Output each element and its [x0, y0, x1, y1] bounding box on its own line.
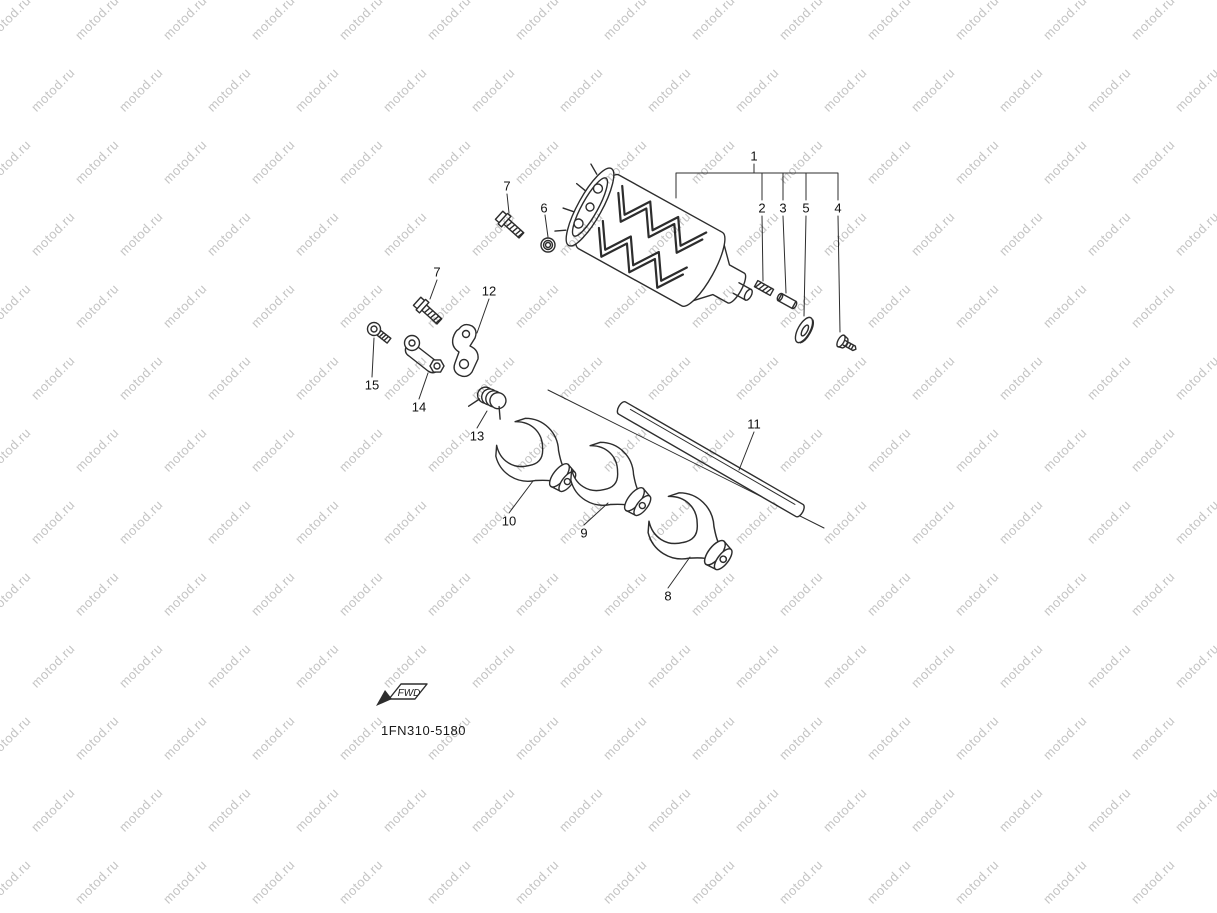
part-bolt-15 — [366, 321, 392, 344]
cam-end-parts — [753, 279, 857, 352]
fork-guide-bar — [616, 401, 805, 518]
part-plate-5 — [794, 316, 814, 344]
leader-lines — [371, 163, 841, 589]
diagram-code: 1FN310-5180 — [381, 723, 466, 738]
part-pin-3 — [776, 292, 798, 310]
part-bolt-7-top — [494, 210, 525, 239]
shift-fork-9 — [570, 441, 652, 517]
part-spring-13 — [467, 386, 507, 420]
part-screw-4 — [836, 334, 857, 352]
part-nut-6 — [540, 237, 556, 253]
fwd-arrow-icon — [376, 690, 392, 706]
part-bolt-7-lower — [412, 296, 443, 325]
shift-cam-drum — [554, 163, 753, 307]
shift-fork-10 — [495, 417, 577, 493]
part-spring-2 — [753, 279, 775, 297]
fwd-marker: FWD — [376, 683, 428, 706]
fwd-label: FWD — [398, 688, 421, 699]
part-lever-14 — [403, 334, 445, 374]
part-stopper-plate-12 — [451, 323, 479, 378]
shift-fork-8 — [647, 492, 733, 571]
